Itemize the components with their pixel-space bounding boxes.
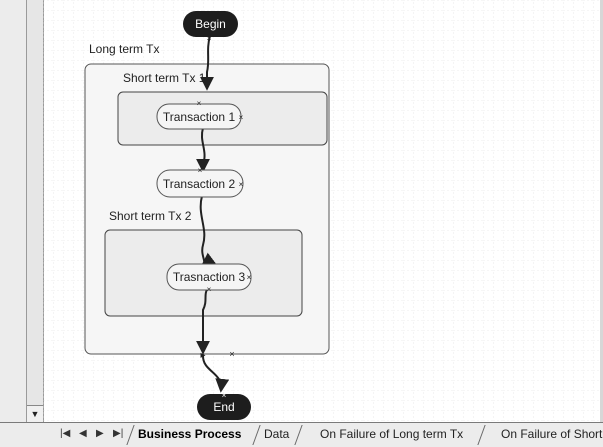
connection-point-icon: × [207, 34, 212, 43]
window-right-edge [600, 0, 603, 446]
long-term-tx-label: Long term Tx [89, 42, 159, 56]
connection-point-icon: ▸ [200, 350, 205, 361]
diagram-canvas[interactable]: Long term Tx Short term Tx 1 Short term … [43, 0, 600, 422]
short-term-tx2-label: Short term Tx 2 [109, 209, 192, 223]
transaction1-label: Transaction 1 [163, 110, 236, 124]
transaction2-label: Transaction 2 [163, 177, 236, 191]
begin-node[interactable] [183, 11, 238, 37]
connection-point-icon: × [229, 349, 234, 359]
short-term-tx1-label: Short term Tx 1 [123, 71, 206, 85]
connection-point-icon: × [247, 273, 252, 282]
tab-on-failure-short[interactable]: On Failure of Short [501, 427, 603, 441]
first-sheet-icon[interactable]: |◀ [60, 428, 71, 439]
connection-point-icon: × [207, 285, 212, 294]
connector-begin-to-tx1 [200, 35, 214, 91]
last-sheet-icon[interactable]: ▶| [113, 428, 124, 439]
tab-divider [126, 425, 135, 445]
tab-data[interactable]: Data [264, 427, 290, 441]
connection-point-icon: × [197, 99, 202, 108]
tab-divider [294, 425, 303, 445]
connection-point-icon: × [222, 391, 227, 400]
next-sheet-icon[interactable]: ▶ [96, 428, 104, 439]
connection-point-icon: × [239, 113, 244, 122]
end-label: End [213, 400, 234, 414]
tab-business-process[interactable]: Business Process [138, 427, 242, 441]
left-gutter [0, 0, 27, 422]
connector-tx2-to-tx3 [199, 195, 217, 267]
tab-on-failure-long-term[interactable]: On Failure of Long term Tx [320, 427, 464, 441]
connector-tx1-to-tx2 [196, 127, 210, 173]
transaction1-node[interactable] [156, 103, 242, 130]
previous-sheet-icon[interactable]: ◀ [79, 428, 87, 439]
tab-divider [252, 425, 261, 445]
end-node[interactable] [197, 394, 251, 420]
transaction3-label: Trasnaction 3 [173, 270, 246, 284]
connection-point-icon: × [198, 166, 203, 175]
begin-label: Begin [195, 17, 226, 31]
transaction2-node[interactable] [156, 169, 244, 198]
connection-point-icon: × [239, 180, 244, 189]
connector-to-end [202, 355, 230, 393]
vertical-scrollbar[interactable]: ▼ [26, 0, 44, 422]
tab-divider [477, 425, 486, 445]
transaction3-node[interactable] [166, 263, 252, 291]
scroll-down-icon[interactable]: ▼ [27, 405, 43, 422]
sheet-tab-bar: |◀ ◀ ▶ ▶| Business Process Data On Failu… [0, 422, 603, 447]
